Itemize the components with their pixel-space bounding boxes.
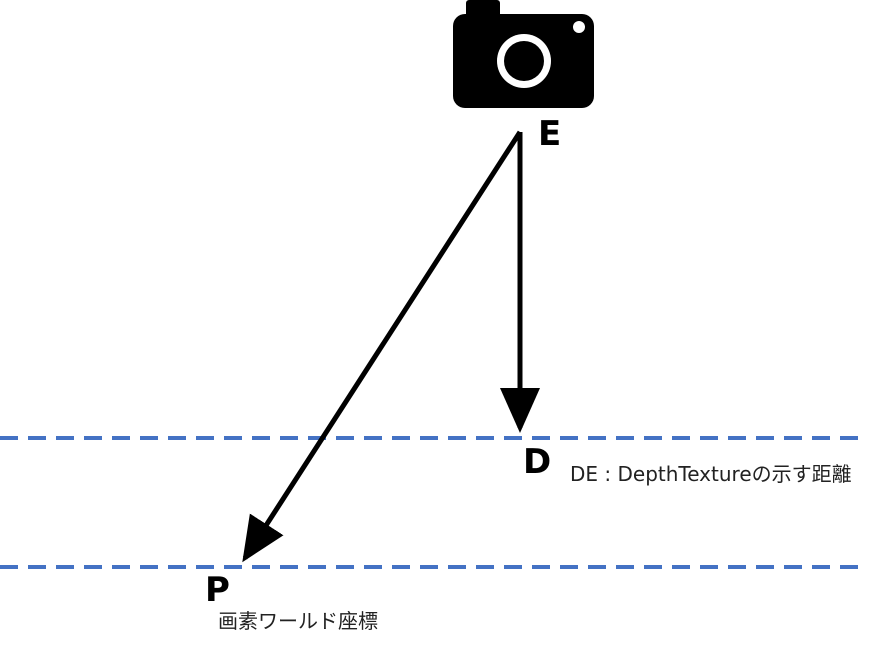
camera-icon [453,0,594,108]
depth-caption: DE : DepthTextureの示す距離 [570,462,852,486]
label-d: D [523,442,551,482]
pixel-caption: 画素ワールド座標 [218,609,378,633]
arrow-e-to-p [242,130,523,563]
label-e: E [538,114,561,154]
label-p: P [205,570,230,610]
